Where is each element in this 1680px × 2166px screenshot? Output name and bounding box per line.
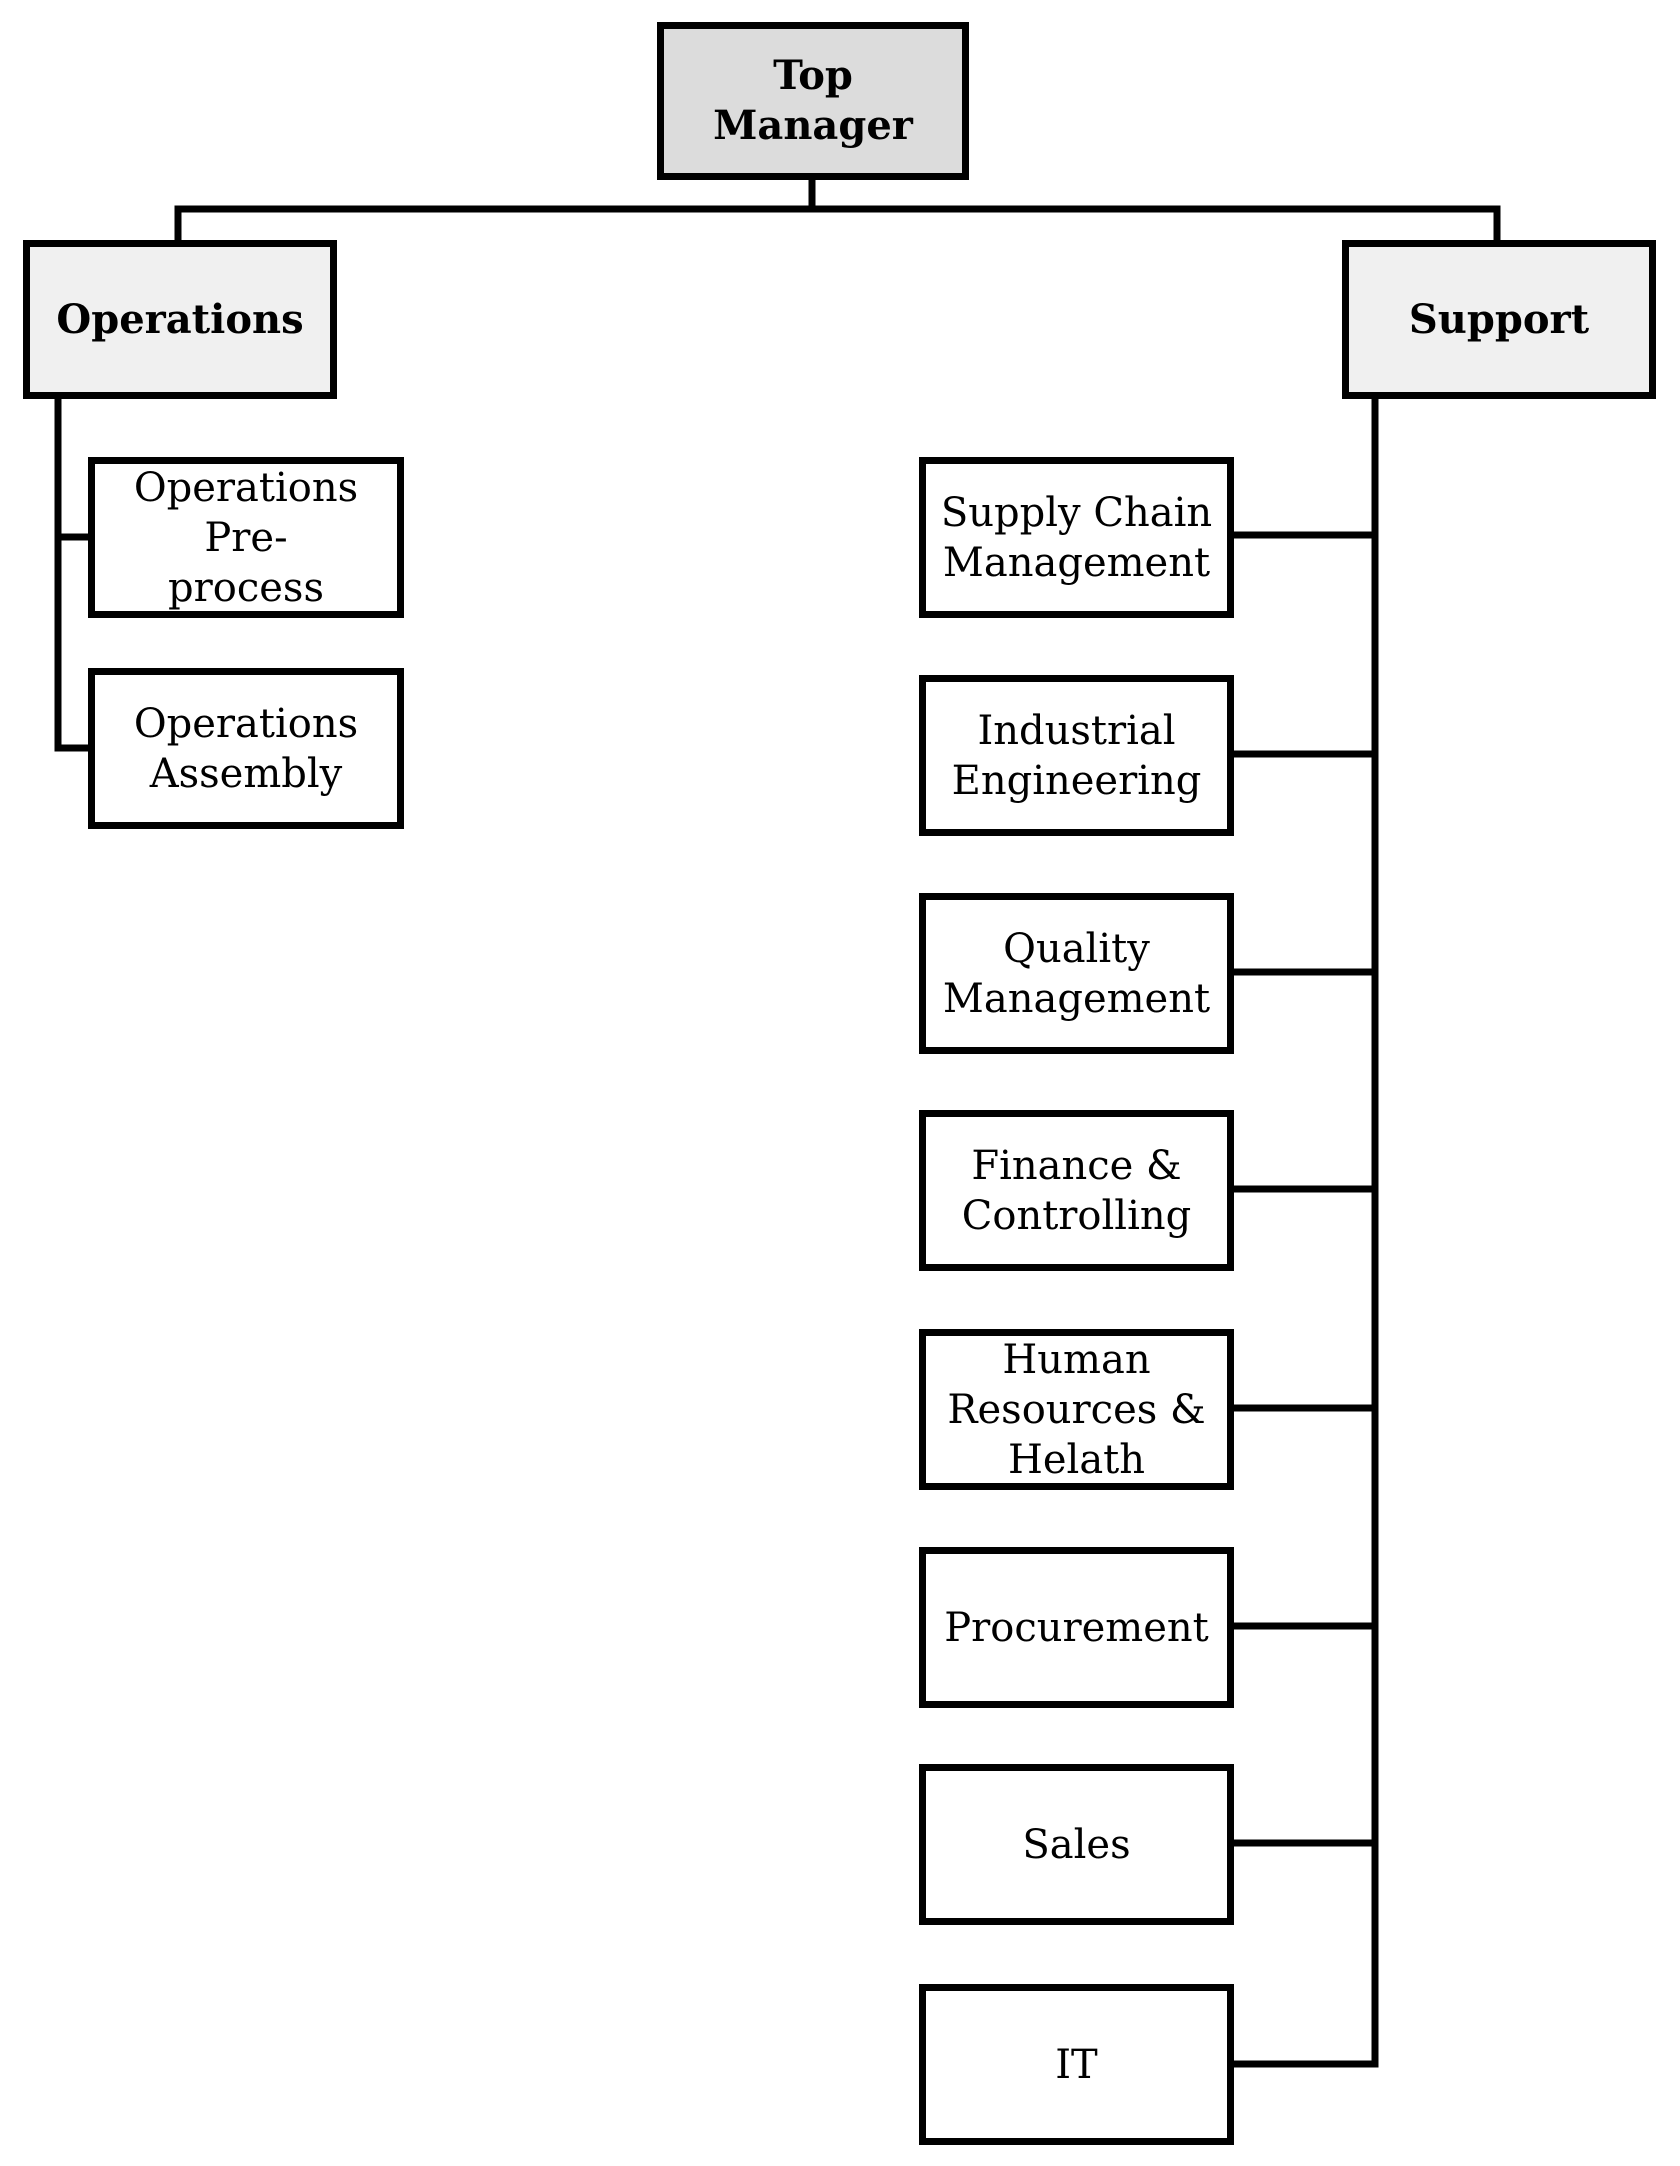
node-label: IT (1055, 2041, 1098, 2088)
connector-support-spine (1226, 393, 1379, 2068)
node-label: Sales (1022, 1821, 1131, 1868)
node-label: Finance & Controlling (961, 1142, 1192, 1239)
node-procurement: Procurement (919, 1547, 1234, 1708)
node-industrial-engineering: Industrial Engineering (919, 675, 1234, 836)
node-label: Supply Chain Management (940, 489, 1213, 586)
node-label: Top Manager (713, 52, 913, 149)
node-finance-controlling: Finance & Controlling (919, 1110, 1234, 1271)
connector-operations-spine (54, 393, 96, 752)
node-operations: Operations (23, 240, 337, 399)
node-label: Support (1408, 295, 1590, 343)
node-label: Procurement (944, 1604, 1209, 1651)
node-label: Industrial Engineering (951, 707, 1202, 804)
node-label: Operations Assembly (133, 700, 359, 797)
node-it: IT (919, 1984, 1234, 2145)
node-label: Human Resources & Helath (947, 1336, 1206, 1483)
node-label: Operations (56, 295, 304, 343)
node-operations-assembly: Operations Assembly (88, 668, 404, 829)
node-sales: Sales (919, 1764, 1234, 1925)
node-human-resources: Human Resources & Helath (919, 1329, 1234, 1490)
node-top-manager: Top Manager (657, 22, 969, 180)
node-label: Operations Pre- process (133, 464, 359, 611)
node-operations-preprocess: Operations Pre- process (88, 457, 404, 618)
node-label: Quality Management (942, 925, 1211, 1022)
node-supply-chain-management: Supply Chain Management (919, 457, 1234, 618)
node-quality-management: Quality Management (919, 893, 1234, 1054)
node-support: Support (1342, 240, 1656, 399)
